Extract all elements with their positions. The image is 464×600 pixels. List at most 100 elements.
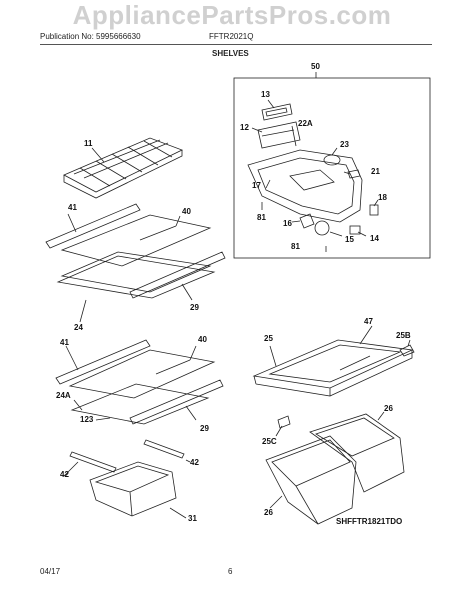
crisper-glass-47-glare — [339, 355, 371, 371]
shelf-rear-trim-29a — [129, 251, 226, 299]
callout-22a: 22A — [298, 119, 313, 128]
callout-13: 13 — [261, 90, 270, 99]
part-21 — [347, 169, 361, 179]
callout-16: 16 — [283, 219, 292, 228]
crisper-glass-47 — [268, 344, 402, 383]
shelf-front-trim-41b — [55, 339, 151, 385]
callout-42a: 42 — [190, 458, 199, 467]
callout-15: 15 — [345, 235, 354, 244]
glass-shelf-40a-glare — [139, 225, 177, 241]
callout-31: 31 — [188, 514, 197, 523]
section-title: SHELVES — [212, 49, 249, 58]
callout-40a: 40 — [182, 207, 191, 216]
callout-26b: 26 — [264, 508, 273, 517]
part-12-detail — [261, 129, 295, 137]
leader-26a — [377, 411, 385, 421]
callout-25b: 25B — [396, 331, 411, 340]
crisper-drawer-26a-edge — [295, 485, 319, 525]
watermark: AppliancePartsPros.com — [72, 0, 392, 30]
callout-26a: 26 — [384, 404, 393, 413]
leader-25 — [269, 345, 277, 367]
callout-23: 23 — [340, 140, 349, 149]
callout-21: 21 — [371, 167, 380, 176]
crisper-drawer-26a-top — [271, 439, 351, 487]
glass-shelf-40a — [60, 214, 212, 267]
leader-29b — [185, 405, 197, 421]
diagram-reference: SHFFTR1821TDO — [336, 517, 402, 526]
part-12 — [257, 121, 301, 149]
crisper-drawer-26a — [265, 435, 357, 525]
leader-24a — [73, 399, 83, 411]
glass-shelf-40b-glare — [155, 359, 191, 375]
part-25b — [399, 344, 415, 357]
drawer-31 — [89, 461, 177, 517]
leader-22a — [291, 125, 297, 147]
publication-number: Publication No: 5995666630 — [40, 32, 141, 41]
part-23 — [323, 154, 341, 166]
callout-47: 47 — [364, 317, 373, 326]
leader-40a — [175, 215, 181, 227]
leader-25c — [275, 425, 283, 437]
callout-40b: 40 — [198, 335, 207, 344]
part-13-inner — [265, 107, 288, 117]
drawer-31-edge — [129, 491, 133, 517]
module-tray — [247, 149, 363, 223]
part-25c — [277, 415, 291, 429]
leader-29a — [181, 283, 193, 301]
leader-41a — [67, 213, 77, 233]
leader-40b — [189, 345, 197, 361]
leader-17 — [265, 179, 271, 189]
drawer-rail-42a — [143, 439, 185, 459]
leader-31 — [169, 507, 187, 519]
leader-16 — [291, 220, 301, 223]
drawer-rail-42b — [69, 451, 117, 473]
leader-12 — [251, 127, 263, 133]
callout-24: 24 — [74, 323, 83, 332]
callout-50: 50 — [311, 62, 320, 71]
glass-frame-123 — [70, 383, 210, 425]
callout-123: 123 — [80, 415, 94, 424]
leader-18 — [373, 199, 379, 207]
leader-41b — [65, 345, 79, 371]
leader-13 — [267, 99, 275, 109]
assembly-box — [233, 77, 431, 259]
callout-25: 25 — [264, 334, 273, 343]
model-number: FFTR2021Q — [209, 32, 254, 41]
footer-date: 04/17 — [40, 567, 61, 576]
leader-42b — [63, 461, 79, 477]
part-14 — [349, 225, 361, 235]
page-number: 6 — [228, 567, 233, 576]
leader-26b — [269, 495, 283, 509]
callout-81b: 81 — [291, 242, 300, 251]
callout-41a: 41 — [68, 203, 77, 212]
drawer-31-top — [94, 465, 170, 493]
part-18 — [369, 204, 379, 216]
callout-18: 18 — [378, 193, 387, 202]
leader-47 — [359, 325, 373, 345]
callout-12: 12 — [240, 123, 249, 132]
glass-frame-24-outer — [56, 255, 216, 299]
module-tray-inner — [257, 157, 355, 215]
leader-123 — [95, 417, 111, 421]
part-16 — [299, 213, 315, 229]
leader-42a — [185, 459, 191, 463]
part-15-bulb — [314, 220, 330, 236]
leader-11 — [91, 147, 105, 163]
shelf-front-trim-41a — [45, 203, 141, 249]
leader-21 — [343, 171, 351, 175]
part-13 — [261, 103, 293, 121]
callout-25c: 25C — [262, 437, 277, 446]
callout-81a: 81 — [257, 213, 266, 222]
shelf-rear-trim-29b — [129, 379, 224, 425]
callout-42b: 42 — [60, 470, 69, 479]
wire-shelf-wires — [79, 140, 173, 187]
leader-23 — [331, 147, 338, 156]
callout-11: 11 — [84, 139, 93, 148]
callout-24a: 24A — [56, 391, 71, 400]
module-tray-detail — [289, 169, 335, 191]
callout-29a: 29 — [190, 303, 199, 312]
crisper-drawer-26b-top — [315, 417, 395, 457]
leader-25b — [407, 339, 411, 347]
callout-14: 14 — [370, 234, 379, 243]
